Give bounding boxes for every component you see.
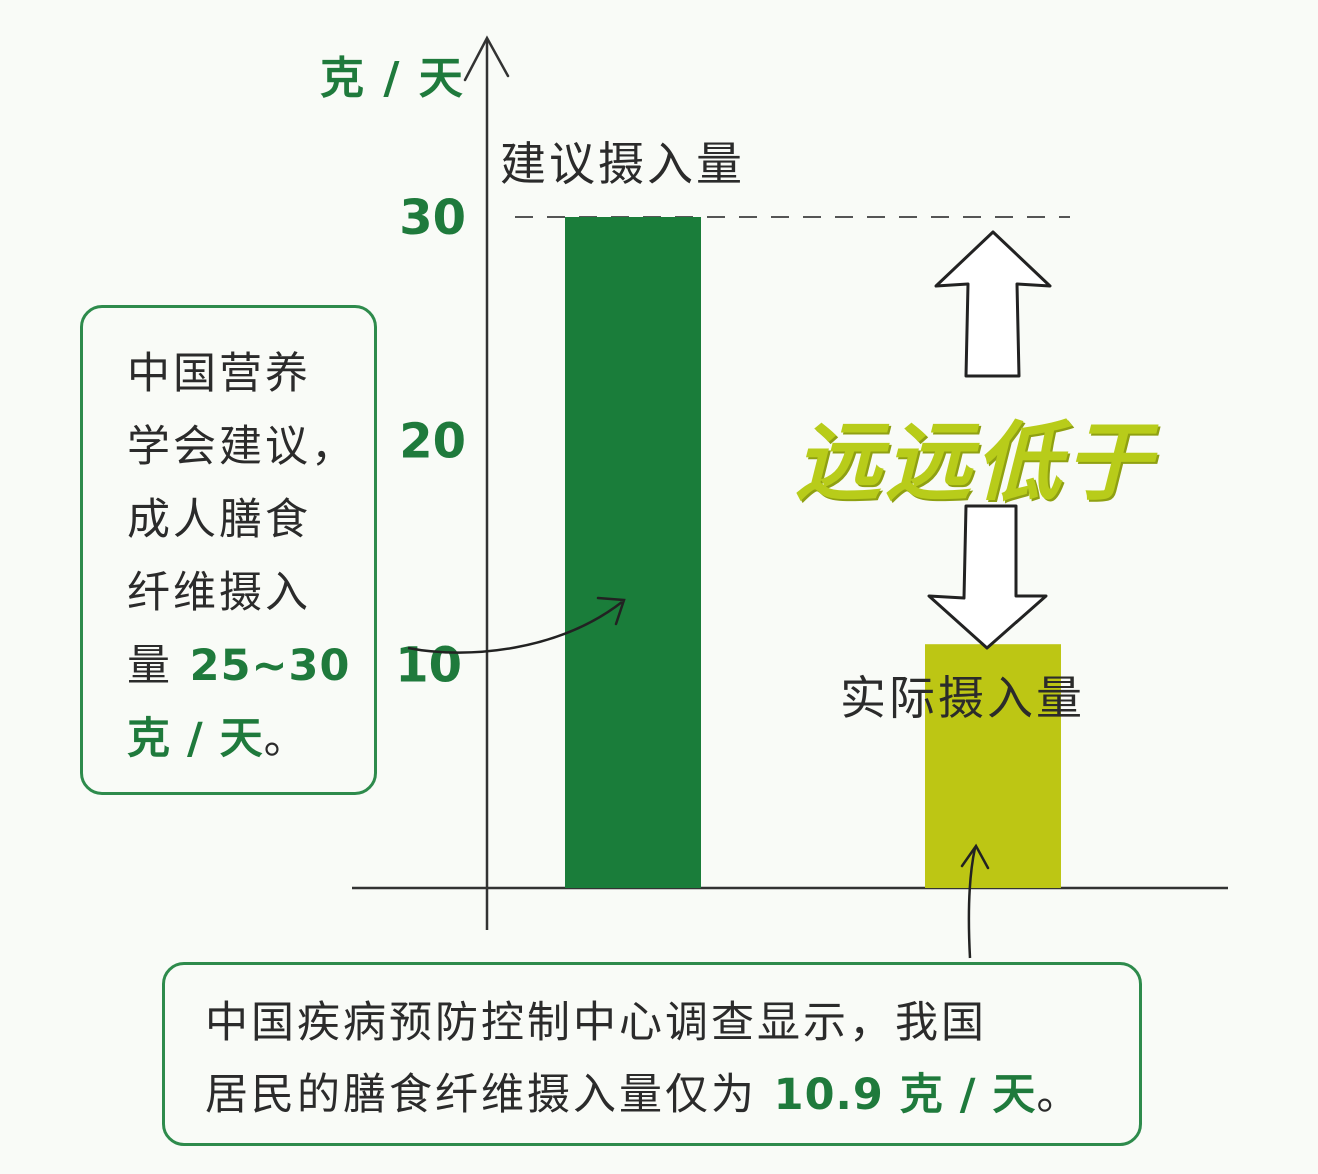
recommended-range-unit: 克 / 天 bbox=[127, 714, 264, 764]
pointer-arrow-left-note bbox=[407, 601, 623, 654]
y-tick-label-20: 20 bbox=[399, 414, 466, 470]
y-axis-arrowhead bbox=[463, 35, 510, 82]
y-tick-label-30: 30 bbox=[399, 190, 466, 246]
up-arrow-icon bbox=[934, 230, 1052, 378]
note-line: 纤维摄入 bbox=[127, 568, 311, 618]
pointer-arrow-bottom-note bbox=[967, 847, 977, 959]
note-line: 居民的膳食纤维摄入量仅为 10.9 克 / 天。 bbox=[205, 1059, 1119, 1131]
emphasis-text: 远远低于 bbox=[795, 413, 1155, 513]
bar-actual-intake bbox=[925, 644, 1061, 888]
y-axis-unit-label: 克 / 天 bbox=[320, 53, 465, 104]
note-text: 居民的膳食纤维摄入量仅为 bbox=[205, 1070, 774, 1120]
down-arrow-icon bbox=[927, 504, 1048, 650]
note-text: 。 bbox=[1036, 1070, 1083, 1120]
pointer-arrowhead-bottom-note bbox=[960, 843, 990, 870]
pointer-arrowhead-left-note bbox=[596, 596, 626, 626]
bar-label-actual: 实际摄入量 bbox=[840, 671, 1085, 725]
recommendation-note-box: 中国营养 学会建议， 成人膳食 纤维摄入 量 25~30 克 / 天。 bbox=[80, 305, 377, 795]
note-text: 。 bbox=[263, 714, 310, 764]
bar-label-recommended: 建议摄入量 bbox=[500, 137, 745, 191]
note-line: 中国疾病预防控制中心调查显示，我国 bbox=[205, 998, 987, 1048]
y-tick-label-10: 10 bbox=[395, 637, 462, 693]
recommended-range-value: 25~30 bbox=[189, 641, 351, 691]
note-line: 学会建议， bbox=[127, 422, 357, 472]
survey-note-box: 中国疾病预防控制中心调查显示，我国 居民的膳食纤维摄入量仅为 10.9 克 / … bbox=[162, 962, 1142, 1146]
bar-recommended-intake bbox=[565, 217, 701, 888]
note-line: 量 25~30 bbox=[127, 630, 354, 703]
note-line: 中国营养 bbox=[127, 349, 311, 399]
note-line: 成人膳食 bbox=[127, 495, 311, 545]
note-line: 克 / 天。 bbox=[127, 703, 354, 776]
actual-intake-value: 10.9 克 / 天 bbox=[773, 1070, 1037, 1120]
note-text: 量 bbox=[127, 641, 190, 691]
